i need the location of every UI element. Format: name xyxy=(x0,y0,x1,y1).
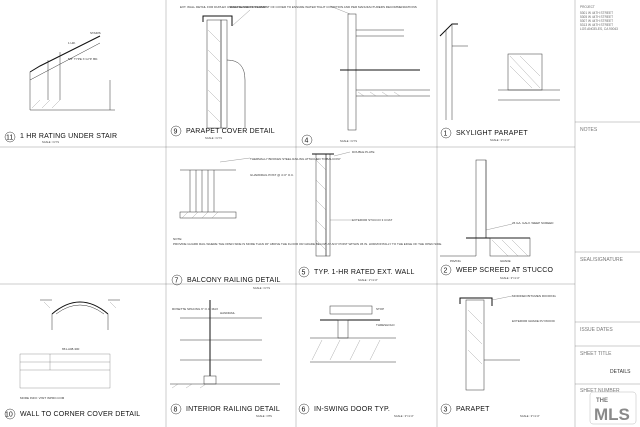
detail-1-title: SKYLIGHT PARAPET xyxy=(456,130,528,137)
door-sill-label: THRESHOLD xyxy=(376,323,395,327)
detail-2-title: WEEP SCREED AT STUCCO xyxy=(456,267,554,274)
detail-ext-wall: DOUBLE PLATE EXTERIOR STUCCO 3 COAT 5 TY… xyxy=(298,150,415,282)
weep-screed-note: 26 GA. GALV. WEEP SCREED xyxy=(512,221,554,225)
detail-railing-4: 4 SCALE : N.T.S xyxy=(301,5,430,146)
detail-6-title: IN-SWING DOOR TYP. xyxy=(314,406,390,413)
detail-10-title: WALL TO CORNER COVER DETAIL xyxy=(20,411,140,418)
detail-3-scale: SCALE : 3"=1'-0" xyxy=(520,414,540,418)
mls-logo: THE MLS xyxy=(589,391,637,425)
detail-4-scale: SCALE : N.T.S xyxy=(340,139,357,143)
notes-label: NOTES xyxy=(580,127,598,133)
project-line-4: 5313 W 44TH STREET xyxy=(580,23,613,27)
detail-5-number: 5 xyxy=(302,270,306,277)
parapet-cover-note: RAILING AND ATTACHMENT OF COVER TO ENSUR… xyxy=(230,5,417,9)
detail-6-scale: SCALE : 3"=1'-0" xyxy=(394,414,414,418)
int-rail-handrail-label: HANDRAIL xyxy=(220,311,236,315)
parapet-wall-note: EXT. WALL DETAIL FOR DUPLEX UNDER SEPARA… xyxy=(180,5,266,9)
detail-9-number: 9 xyxy=(174,129,178,136)
detail-9-bubble xyxy=(170,125,182,137)
detail-5-scale: SCALE : 1"=1'-0" xyxy=(358,278,378,282)
detail-5-bubble xyxy=(298,266,310,278)
detail-parapet: MODIFIED BITUMEN ROOFING EXTERIOR GRADE … xyxy=(440,294,556,418)
project-label: PROJECT xyxy=(580,5,595,9)
detail-10-number: 10 xyxy=(5,412,13,419)
detail-6-bubble xyxy=(298,403,310,415)
detail-balcony-railing: THERMALLY BROKEN STEEL RAILING ATTACHED … xyxy=(171,157,442,290)
title-block: PROJECT 5301 W 44TH STREET 5305 W 44TH S… xyxy=(575,5,640,394)
project-line-3: 5307 W 44TH STREET xyxy=(580,19,613,23)
balcony-note-head: NOTE: xyxy=(173,237,182,241)
panel-grid xyxy=(0,0,576,427)
detail-4-number: 4 xyxy=(305,138,309,145)
balcony-note: PROVIDE GUARD RAIL WHERE THE OPEN SIDE I… xyxy=(173,242,442,246)
project-line-1: 5301 W 44TH STREET xyxy=(580,11,613,15)
parapet3-bd-label: EXTERIOR GRADE PLYWOOD xyxy=(512,319,556,323)
detail-1-bubble xyxy=(440,127,452,139)
detail-1-scale: SCALE : 3"=1'-0" xyxy=(490,138,510,142)
detail-1-number: 1 xyxy=(444,131,448,138)
sheet-title-label: SHEET TITLE xyxy=(580,351,612,357)
svg-text:MLS: MLS xyxy=(594,405,630,424)
wall-stucco-note: EXTERIOR STUCCO 3 COAT xyxy=(352,218,392,222)
detail-8-number: 8 xyxy=(174,407,178,414)
detail-11-scale: SCALE : N.T.S xyxy=(42,140,59,144)
sheet-title: DETAILS xyxy=(610,369,631,375)
stair-1hr-label: 1 HR. xyxy=(68,41,76,45)
corner-bolt-label: 651-A08-300 xyxy=(62,347,80,351)
detail-4-bubble xyxy=(301,134,313,146)
seal-label: SEAL/SIGNATURE xyxy=(580,257,624,263)
detail-weep-screed: 26 GA. GALV. WEEP SCREED PAVING GRADE 2 … xyxy=(440,159,554,280)
detail-interior-railing: ROSETTE SPACING 6" O.C. MAX HANDRAIL 8 I… xyxy=(170,300,280,418)
weep-paving-label: PAVING xyxy=(450,259,462,263)
weep-grade-label: GRADE xyxy=(500,259,511,263)
detail-5-title: TYP. 1-HR RATED EXT. WALL xyxy=(314,269,415,276)
corner-visit-label: MORE INFO: VISIT INPRO.COM xyxy=(20,396,65,400)
detail-7-scale: SCALE : N.T.S xyxy=(253,286,270,290)
detail-8-bubble xyxy=(170,403,182,415)
sheet-number-label: SHEET NUMBER xyxy=(580,388,620,394)
detail-1hr-stair: 1 HR. 5/8" TYPE X GYP. BD. STAIRS 11 1 H… xyxy=(4,31,117,144)
detail-7-bubble xyxy=(171,274,183,286)
detail-2-number: 2 xyxy=(444,268,448,275)
detail-7-title: BALCONY RAILING DETAIL xyxy=(187,277,281,284)
detail-6-number: 6 xyxy=(302,407,306,414)
parapet3-cap-label: MODIFIED BITUMEN ROOFING xyxy=(512,294,556,298)
detail-3-title: PARAPET xyxy=(456,406,490,413)
detail-skylight-parapet: 1 SKYLIGHT PARAPET SCALE : 3"=1'-0" xyxy=(439,23,560,142)
detail-9-scale: SCALE : N.T.S xyxy=(205,136,222,140)
stair-gyp-label: 5/8" TYPE X GYP. BD. xyxy=(68,57,98,61)
detail-11-number: 11 xyxy=(6,135,13,142)
detail-8-title: INTERIOR RAILING DETAIL xyxy=(186,406,280,413)
detail-9-title: PARAPET COVER DETAIL xyxy=(186,128,275,135)
detail-8-scale: SCALE : NTS xyxy=(256,414,272,418)
detail-3-number: 3 xyxy=(444,407,448,414)
detail-parapet-cover: EXT. WALL DETAIL FOR DUPLEX UNDER SEPARA… xyxy=(170,5,417,140)
detail-2-bubble xyxy=(440,264,452,276)
balcony-post-note: GUARDRAIL POST @ 4'-0" O.C. xyxy=(250,173,294,177)
balcony-rail-note: THERMALLY BROKEN STEEL RAILING ATTACHED … xyxy=(250,157,341,161)
svg-text:THE: THE xyxy=(596,398,608,404)
detail-11-bubble xyxy=(4,131,16,143)
detail-7-number: 7 xyxy=(175,278,179,285)
detail-3-bubble xyxy=(440,403,452,415)
detail-10-bubble xyxy=(4,408,16,420)
int-rail-post-label: ROSETTE SPACING 6" O.C. MAX xyxy=(172,307,218,311)
project-line-2: 5305 W 44TH STREET xyxy=(580,15,613,19)
stair-label: STAIRS xyxy=(90,31,101,35)
detail-2-scale: SCALE : 3"=1'-0" xyxy=(500,276,520,280)
issue-label: ISSUE DATES xyxy=(580,327,613,333)
project-line-5: LOS ANGELES, CA 90043 xyxy=(580,27,618,31)
detail-inswing-door: STOP THRESHOLD 6 IN-SWING DOOR TYP. SCAL… xyxy=(298,305,414,418)
wall-plate-note: DOUBLE PLATE xyxy=(352,150,374,154)
detail-corner-cover: 651-A08-300 MORE INFO: VISIT INPRO.COM 1… xyxy=(4,299,140,420)
detail-11-title: 1 HR RATING UNDER STAIR xyxy=(20,133,117,140)
door-stop-label: STOP xyxy=(376,307,384,311)
